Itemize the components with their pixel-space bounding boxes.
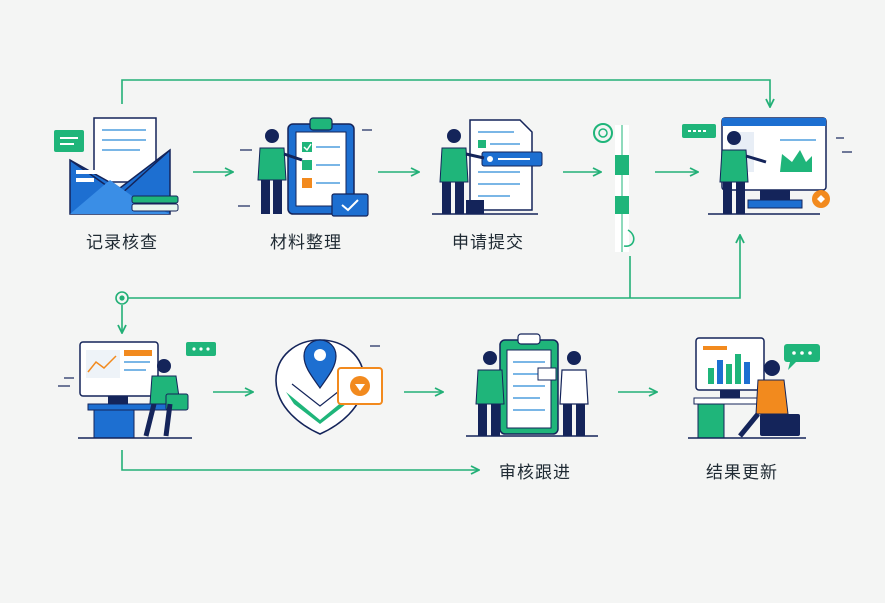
analyst-monitor-icon xyxy=(688,337,820,439)
bottom-connector xyxy=(121,450,478,470)
envelope-records-icon xyxy=(54,117,179,215)
step-label-material-organize: 材料整理 xyxy=(270,233,342,253)
step-label-record-check: 记录核查 xyxy=(86,233,158,253)
document-submit-icon xyxy=(432,119,543,215)
monitor-analytics-icon xyxy=(682,117,852,215)
desk-worker-icon xyxy=(58,341,216,439)
step-label-application-submit: 申请提交 xyxy=(452,233,524,253)
mid-connector xyxy=(122,236,740,299)
location-shield-icon xyxy=(275,339,383,435)
clipboard-checklist-icon xyxy=(238,117,372,217)
ribbon-decoration-icon xyxy=(593,123,635,252)
top-loop-connector xyxy=(121,79,770,106)
review-team-icon xyxy=(466,333,598,437)
connectors xyxy=(121,79,770,470)
step-label-result-update: 结果更新 xyxy=(706,463,778,483)
step-label-review-follow: 审核跟进 xyxy=(499,463,571,483)
junction-node xyxy=(115,291,129,305)
